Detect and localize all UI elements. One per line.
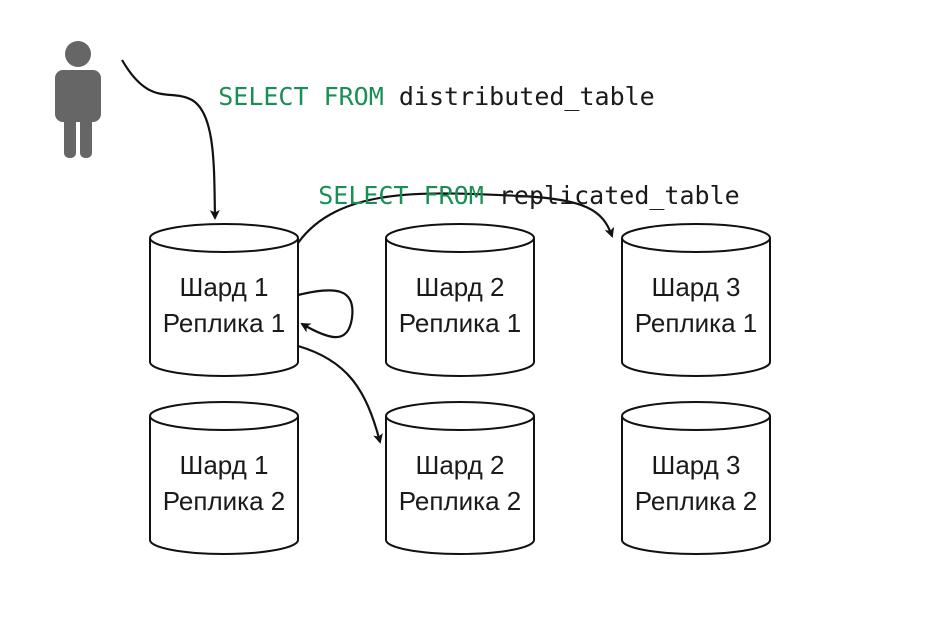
- db-cylinder-s2r1: [385, 223, 535, 377]
- node-s3r2: Шард 3 Реплика 2: [622, 447, 770, 519]
- node-s1r2: Шард 1 Реплика 2: [150, 447, 298, 519]
- node-s1r1: Шард 1 Реплика 1: [150, 269, 298, 341]
- arrow-user-to-s1r1: [121, 59, 220, 220]
- node-replica-label: Реплика 1: [162, 308, 286, 338]
- db-cylinder-s3r2: [621, 401, 771, 555]
- node-shard-label: Шард 2: [415, 450, 505, 480]
- query-replicated-keyword: SELECT FROM: [318, 181, 484, 210]
- user-icon: [55, 41, 101, 158]
- node-shard-label: Шард 1: [179, 450, 269, 480]
- query-distributed-keyword: SELECT FROM: [218, 82, 384, 111]
- node-shard-label: Шард 3: [651, 272, 741, 302]
- node-replica-label: Реплика 2: [162, 486, 286, 516]
- query-distributed: SELECT FROM distributed_table: [158, 59, 655, 134]
- node-replica-label: Реплика 2: [634, 486, 758, 516]
- node-shard-label: Шард 1: [179, 272, 269, 302]
- node-shard-label: Шард 2: [415, 272, 505, 302]
- query-replicated-table: replicated_table: [498, 181, 740, 210]
- query-distributed-table: distributed_table: [398, 82, 655, 111]
- node-replica-label: Реплика 2: [398, 486, 522, 516]
- node-s2r2: Шард 2 Реплика 2: [386, 447, 534, 519]
- db-cylinder-s1r1: [149, 223, 299, 377]
- query-replicated: SELECT FROM replicated_table: [258, 158, 740, 233]
- node-s2r1: Шард 2 Реплика 1: [386, 269, 534, 341]
- db-cylinder-s3r1: [621, 223, 771, 377]
- node-replica-label: Реплика 1: [398, 308, 522, 338]
- node-shard-label: Шард 3: [651, 450, 741, 480]
- db-cylinder-s2r2: [385, 401, 535, 555]
- db-cylinder-s1r2: [149, 401, 299, 555]
- node-s3r1: Шард 3 Реплика 1: [622, 269, 770, 341]
- node-replica-label: Реплика 1: [634, 308, 758, 338]
- arrow-s1r1-to-s2r2: [297, 344, 383, 444]
- arrow-s1r1-self-loop: [297, 289, 354, 339]
- arrow-s1r1-to-s3r1: [297, 192, 615, 244]
